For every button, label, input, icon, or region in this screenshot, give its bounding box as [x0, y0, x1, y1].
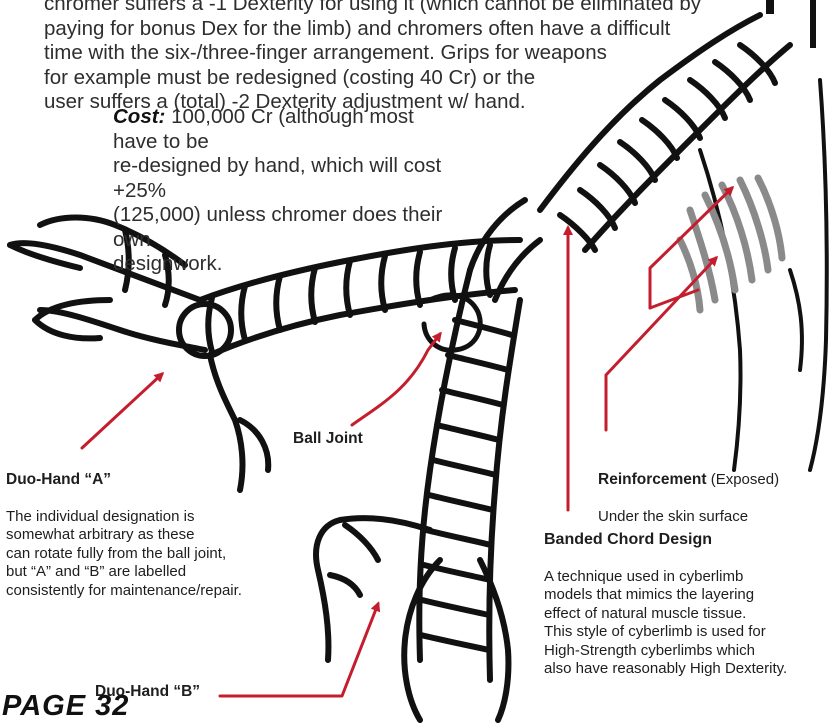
callout-reinforcement-3 [650, 290, 698, 308]
page-number: PAGE 32 [2, 690, 129, 723]
duo-hand-a-body: The individual designation is somewhat a… [6, 508, 326, 601]
duo-hand-a-title: Duo-Hand “A” [6, 471, 326, 490]
intro-paragraph: chromer suffers a -1 Dexterity for using… [44, 0, 734, 115]
banded-chord-label: Banded Chord Design A technique used in … [544, 512, 836, 697]
banded-chord-body: A technique used in cyberlimb models tha… [544, 568, 836, 679]
callout-ball-joint [352, 334, 440, 425]
reinforcement-title: Reinforcement [598, 471, 707, 488]
cost-paragraph: Cost: 100,000 Cr (although most have to … [113, 105, 443, 277]
duo-hand-a-label: Duo-Hand “A” The individual designation … [6, 452, 326, 619]
corner-bracket [766, 0, 816, 48]
callout-reinforcement-2 [650, 188, 732, 308]
torso-outline [700, 80, 827, 470]
banded-chord-title: Banded Chord Design [544, 531, 836, 550]
callout-duo-hand-a [82, 374, 162, 448]
reinforcement-note: (Exposed) [707, 471, 780, 488]
ball-joint-label: Ball Joint [293, 430, 363, 449]
cost-label: Cost: [113, 105, 165, 128]
cost-text: 100,000 Cr (although most have to be re-… [113, 105, 442, 275]
